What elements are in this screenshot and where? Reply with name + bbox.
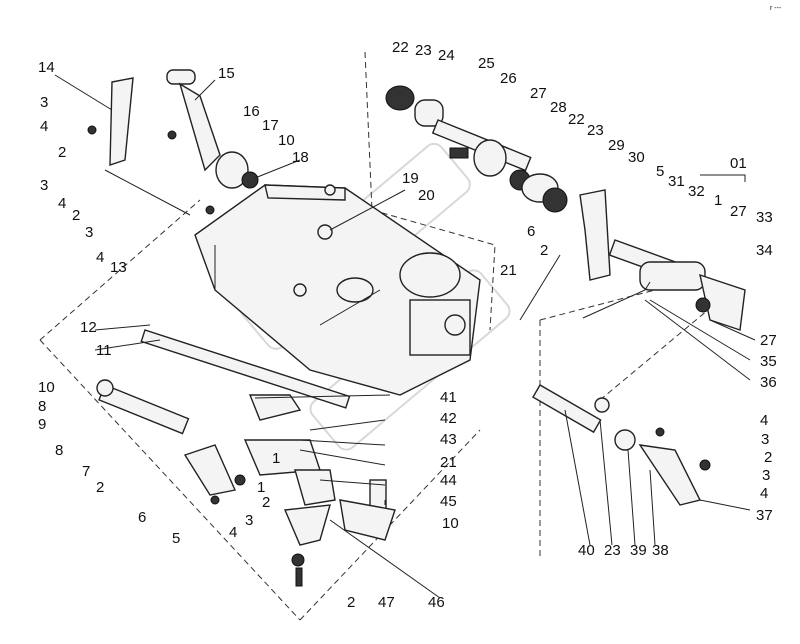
callout-label: 3 (40, 94, 48, 111)
callout-label: 1 (257, 479, 265, 496)
callout-label: 40 (578, 542, 595, 559)
callout-label: 32 (688, 183, 705, 200)
callout-label: 11 (96, 342, 112, 359)
callout-label: 35 (760, 353, 777, 370)
callout-label: 33 (756, 209, 773, 226)
callout-label: 2 (347, 594, 355, 611)
callout-label: 2 (72, 207, 80, 224)
callout-label: 28 (550, 99, 567, 116)
callout-label: 45 (440, 493, 457, 510)
callout-label: 21 (440, 454, 457, 471)
callout-label: 17 (262, 117, 279, 134)
callout-label: 23 (604, 542, 621, 559)
callout-label: 4 (760, 485, 768, 502)
callout-label: 25 (478, 55, 495, 72)
callout-label: 1 (714, 192, 722, 209)
callout-label: 01 (730, 155, 747, 172)
callout-label: 27 (530, 85, 547, 102)
callout-label: 2 (96, 479, 104, 496)
lower-left-parts (96, 329, 396, 587)
callout-label: 36 (760, 374, 777, 391)
callout-label: 18 (292, 149, 309, 166)
callout-label: 5 (172, 530, 180, 547)
callout-label: 3 (762, 467, 770, 484)
callout-label: 3 (245, 512, 253, 529)
callout-label: 31 (668, 173, 685, 190)
callout-label: 16 (243, 103, 260, 120)
callout-label: 22 (392, 39, 409, 56)
callout-label: 15 (218, 65, 235, 82)
callout-label: 3 (85, 224, 93, 241)
callout-label: 4 (40, 118, 48, 135)
upper-shaft-assembly (385, 85, 746, 331)
callout-label: 7 (82, 463, 90, 480)
callout-label: 5 (656, 163, 664, 180)
callout-label: 10 (278, 132, 295, 149)
callout-label: 27 (730, 203, 747, 220)
callout-label: 23 (587, 122, 604, 139)
callout-label: 2 (764, 449, 772, 466)
lower-right-parts (532, 384, 711, 506)
callout-label: 46 (428, 594, 445, 611)
callout-label: 20 (418, 187, 435, 204)
callout-label: 2 (58, 144, 66, 161)
callout-label: 10 (442, 515, 459, 532)
leader-lines (54, 74, 756, 599)
callout-label: 26 (500, 70, 517, 87)
callout-label: 3 (761, 431, 769, 448)
callout-label: 10 (38, 379, 55, 396)
callout-label: 27 (760, 332, 777, 349)
callout-label: 2 (540, 242, 548, 259)
callout-label: 47 (378, 594, 395, 611)
callout-label: 6 (527, 223, 535, 240)
callout-label: 41 (440, 389, 457, 406)
callout-label: 29 (608, 137, 625, 154)
callout-label: 43 (440, 431, 457, 448)
callout-label: 23 (415, 42, 432, 59)
callout-label: 9 (38, 416, 46, 433)
callout-label: 42 (440, 410, 457, 427)
callout-label: 34 (756, 242, 773, 259)
callout-label: 14 (38, 59, 55, 76)
callout-label: 6 (138, 509, 146, 526)
callout-labels: 0111122222223333334444445566788910101011… (38, 39, 777, 611)
callout-label: 4 (760, 412, 768, 429)
callout-label: 4 (96, 249, 104, 266)
callout-label: 44 (440, 472, 457, 489)
callout-label: 39 (630, 542, 647, 559)
callout-label: 4 (58, 195, 66, 212)
callout-label: 37 (756, 507, 773, 524)
page-mark: r --- (770, 5, 782, 12)
gearbox-housing (194, 184, 481, 396)
callout-label: 2 (262, 494, 270, 511)
callout-label: 21 (500, 262, 517, 279)
callout-label: 22 (568, 111, 585, 128)
callout-label: 30 (628, 149, 645, 166)
callout-label: 8 (38, 398, 46, 415)
callout-label: 13 (110, 259, 127, 276)
callout-label: 24 (438, 47, 455, 64)
callout-label: 8 (55, 442, 63, 459)
callout-label: 38 (652, 542, 669, 559)
callout-label: 1 (272, 450, 280, 467)
callout-label: 12 (80, 319, 97, 336)
callout-label: 19 (402, 170, 419, 187)
callout-label: 3 (40, 177, 48, 194)
upper-levers (87, 69, 259, 215)
callout-label: 4 (229, 524, 237, 541)
